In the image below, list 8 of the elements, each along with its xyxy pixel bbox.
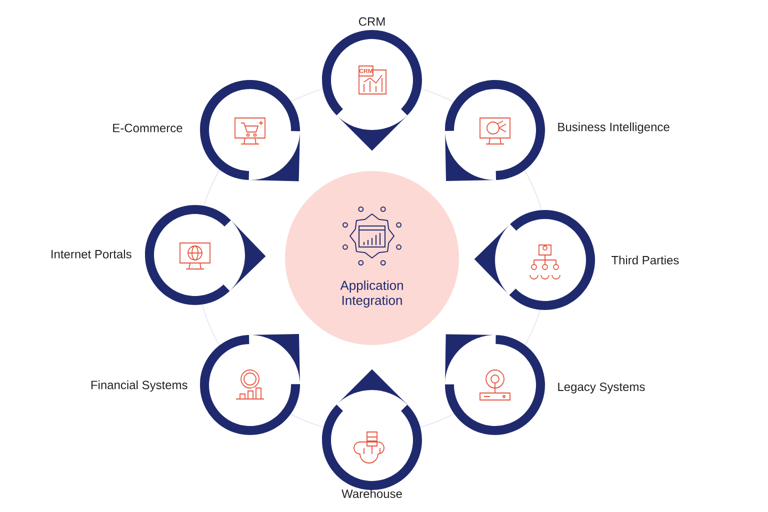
- node-label: Internet Portals: [52, 250, 132, 258]
- node-label: CRM: [358, 17, 385, 26]
- node-label: Financial Systems: [91, 380, 188, 392]
- node-label: E-Commerce: [113, 124, 182, 132]
- node-label: Third Parties: [611, 256, 679, 264]
- node-label: Warehouse: [342, 489, 402, 498]
- node-label: Business Intelligence: [558, 122, 670, 134]
- node-label: Legacy Systems: [558, 382, 645, 394]
